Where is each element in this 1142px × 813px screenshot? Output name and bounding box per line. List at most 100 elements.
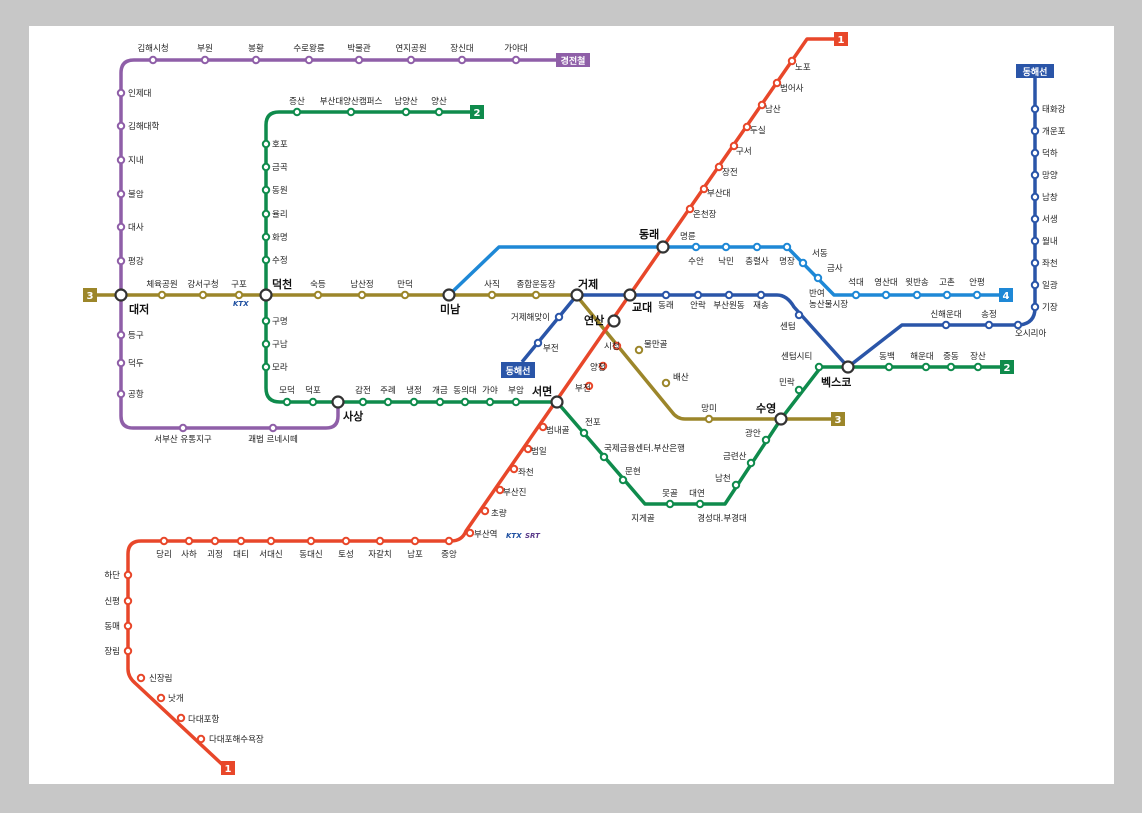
station-dot[interactable]	[196, 734, 206, 744]
station-dot[interactable]	[261, 255, 271, 265]
station-dot[interactable]	[756, 290, 766, 300]
station-dot[interactable]	[261, 209, 271, 219]
transfer-station-dongnae[interactable]	[656, 240, 670, 254]
station-dot[interactable]	[782, 242, 792, 252]
station-dot[interactable]	[116, 121, 126, 131]
station-dot[interactable]	[261, 339, 271, 349]
station-dot[interactable]	[814, 362, 824, 372]
station-dot[interactable]	[313, 290, 323, 300]
station-dot[interactable]	[813, 273, 823, 283]
station-dot[interactable]	[511, 397, 521, 407]
station-dot[interactable]	[465, 528, 475, 538]
donghae-badge-north[interactable]	[1016, 64, 1054, 78]
station-dot[interactable]	[435, 397, 445, 407]
transfer-station-seomyeon[interactable]	[550, 395, 564, 409]
station-dot[interactable]	[579, 428, 589, 438]
station-dot[interactable]	[341, 536, 351, 546]
station-dot[interactable]	[533, 338, 543, 348]
transfer-station-deokcheon[interactable]	[259, 288, 273, 302]
station-dot[interactable]	[704, 414, 714, 424]
station-dot[interactable]	[787, 56, 797, 66]
station-dot[interactable]	[942, 290, 952, 300]
station-dot[interactable]	[410, 536, 420, 546]
station-dot[interactable]	[612, 341, 622, 351]
station-dot[interactable]	[912, 290, 922, 300]
station-dot[interactable]	[485, 397, 495, 407]
station-dot[interactable]	[116, 330, 126, 340]
station-dot[interactable]	[354, 55, 364, 65]
station-dot[interactable]	[116, 155, 126, 165]
transfer-station-sasang[interactable]	[331, 395, 345, 409]
line3-badge-east[interactable]	[831, 412, 845, 426]
station-dot[interactable]	[200, 55, 210, 65]
station-dot[interactable]	[693, 290, 703, 300]
station-dot[interactable]	[156, 693, 166, 703]
station-dot[interactable]	[714, 162, 724, 172]
station-dot[interactable]	[598, 361, 608, 371]
gyeongjeon-badge[interactable]	[556, 53, 590, 67]
station-dot[interactable]	[480, 506, 490, 516]
station-dot[interactable]	[357, 290, 367, 300]
station-dot[interactable]	[444, 536, 454, 546]
station-dot[interactable]	[509, 464, 519, 474]
station-dot[interactable]	[661, 290, 671, 300]
station-dot[interactable]	[685, 204, 695, 214]
station-dot[interactable]	[972, 290, 982, 300]
station-dot[interactable]	[148, 55, 158, 65]
station-dot[interactable]	[665, 499, 675, 509]
station-dot[interactable]	[794, 310, 804, 320]
station-dot[interactable]	[1030, 126, 1040, 136]
station-dot[interactable]	[881, 290, 891, 300]
station-dot[interactable]	[282, 397, 292, 407]
station-dot[interactable]	[634, 345, 644, 355]
station-dot[interactable]	[946, 362, 956, 372]
station-dot[interactable]	[538, 422, 548, 432]
station-dot[interactable]	[261, 362, 271, 372]
station-dot[interactable]	[1030, 170, 1040, 180]
station-dot[interactable]	[251, 55, 261, 65]
station-dot[interactable]	[691, 242, 701, 252]
station-dot[interactable]	[1030, 214, 1040, 224]
station-dot[interactable]	[308, 397, 318, 407]
station-dot[interactable]	[495, 485, 505, 495]
station-dot[interactable]	[531, 290, 541, 300]
line2-badge-north[interactable]	[470, 105, 484, 119]
line1-badge-south[interactable]	[221, 761, 235, 775]
station-dot[interactable]	[618, 475, 628, 485]
station-dot[interactable]	[1030, 280, 1040, 290]
station-dot[interactable]	[261, 316, 271, 326]
station-dot[interactable]	[261, 139, 271, 149]
station-dot[interactable]	[116, 88, 126, 98]
station-dot[interactable]	[136, 673, 146, 683]
station-dot[interactable]	[554, 312, 564, 322]
station-dot[interactable]	[375, 536, 385, 546]
station-dot[interactable]	[761, 435, 771, 445]
transfer-station-minam[interactable]	[442, 288, 456, 302]
line2-badge-east[interactable]	[1000, 360, 1014, 374]
station-dot[interactable]	[266, 536, 276, 546]
station-dot[interactable]	[884, 362, 894, 372]
station-dot[interactable]	[292, 107, 302, 117]
station-dot[interactable]	[695, 499, 705, 509]
station-dot[interactable]	[724, 290, 734, 300]
station-dot[interactable]	[234, 290, 244, 300]
station-dot[interactable]	[511, 55, 521, 65]
station-dot[interactable]	[261, 162, 271, 172]
station-dot[interactable]	[584, 381, 594, 391]
station-dot[interactable]	[261, 232, 271, 242]
station-dot[interactable]	[1030, 148, 1040, 158]
station-dot[interactable]	[123, 570, 133, 580]
station-dot[interactable]	[116, 256, 126, 266]
station-dot[interactable]	[383, 397, 393, 407]
station-dot[interactable]	[306, 536, 316, 546]
station-dot[interactable]	[123, 596, 133, 606]
station-dot[interactable]	[661, 378, 671, 388]
station-dot[interactable]	[236, 536, 246, 546]
station-dot[interactable]	[434, 107, 444, 117]
station-dot[interactable]	[699, 184, 709, 194]
line3-badge-west[interactable]	[83, 288, 97, 302]
station-dot[interactable]	[159, 536, 169, 546]
station-dot[interactable]	[1030, 302, 1040, 312]
station-dot[interactable]	[116, 358, 126, 368]
transfer-station-yeonsan[interactable]	[607, 314, 621, 328]
